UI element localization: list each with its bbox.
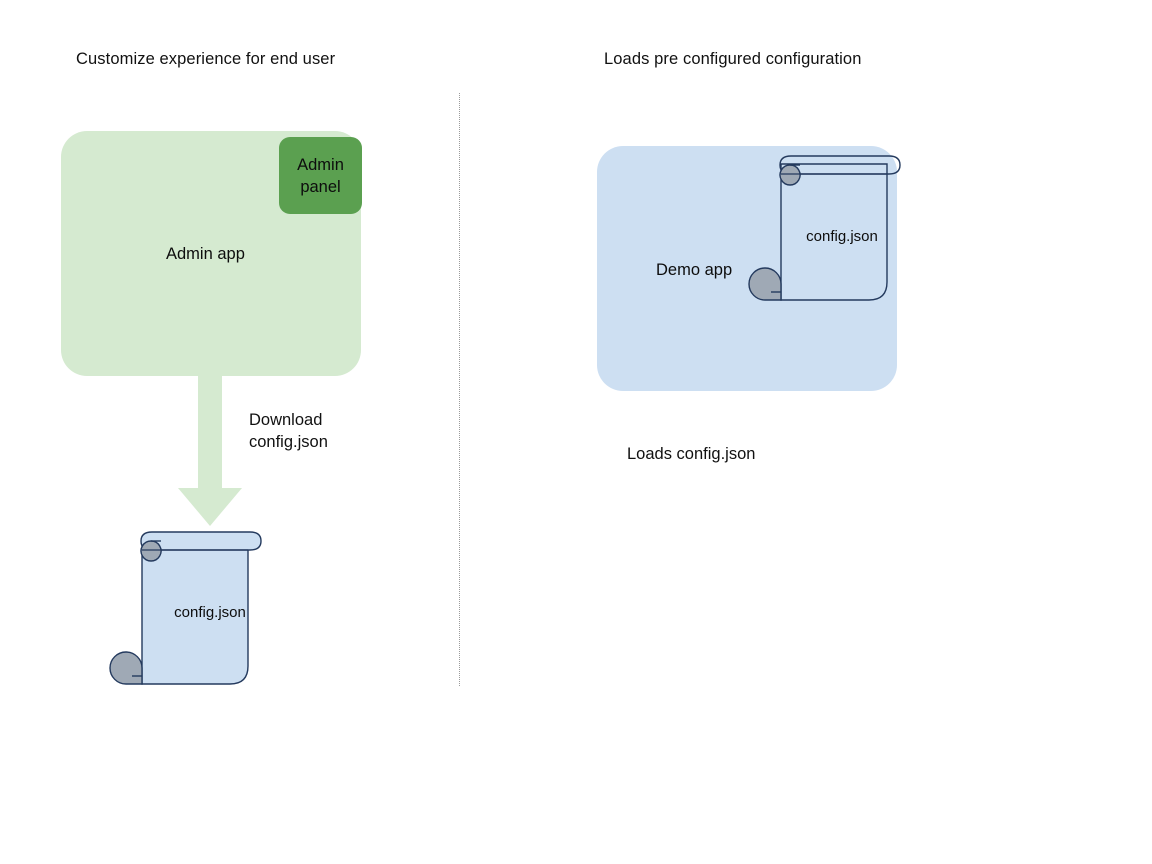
column-divider bbox=[459, 93, 460, 686]
loads-config-caption: Loads config.json bbox=[627, 445, 756, 463]
admin-app-label: Admin app bbox=[166, 245, 245, 263]
admin-panel-label-line2: panel bbox=[300, 177, 341, 196]
right-column-title: Loads pre configured configuration bbox=[604, 50, 862, 68]
config-json-file-right-label: config.json bbox=[806, 228, 878, 245]
download-arrow-label-line1: Download bbox=[249, 411, 323, 429]
download-arrow-label-line2: config.json bbox=[249, 433, 328, 451]
demo-app-label: Demo app bbox=[656, 261, 733, 279]
demo-app-box bbox=[597, 146, 897, 391]
admin-panel-label-line1: Admin bbox=[297, 155, 344, 174]
download-arrow-icon bbox=[172, 374, 248, 526]
config-json-file-right[interactable]: config.json bbox=[748, 152, 917, 312]
admin-panel-chip[interactable]: Admin panel bbox=[279, 137, 362, 214]
left-column-title: Customize experience for end user bbox=[76, 50, 336, 68]
config-json-file-left-label: config.json bbox=[174, 604, 246, 621]
config-json-file-left[interactable]: config.json bbox=[109, 528, 270, 694]
